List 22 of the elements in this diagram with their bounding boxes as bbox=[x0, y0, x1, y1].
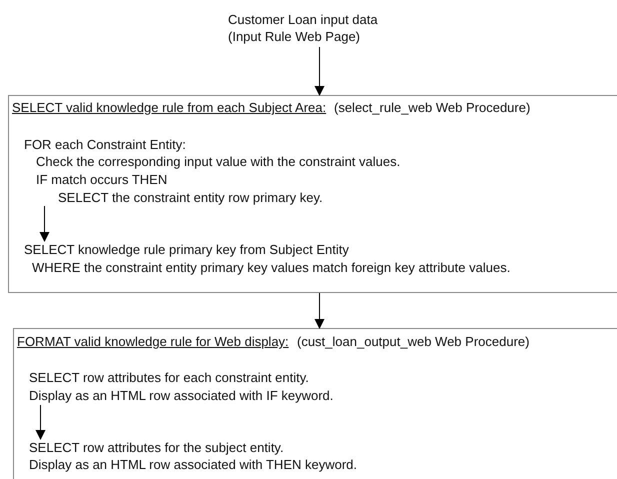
arrow bbox=[314, 292, 324, 329]
statement-text: FOR each Constraint Entity: bbox=[24, 136, 186, 153]
procedure-box bbox=[8, 95, 617, 293]
arrow bbox=[36, 404, 46, 440]
statement-text: IF match occurs THEN bbox=[36, 171, 168, 188]
statement-text: Display as an HTML row associated with IF keyword. bbox=[29, 387, 334, 404]
statement-text: Display as an HTML row associated with THEN keyword. bbox=[29, 456, 358, 473]
procedure-box bbox=[13, 328, 617, 479]
statement-text: (Input Rule Web Page) bbox=[228, 28, 360, 45]
statement-text: Customer Loan input data bbox=[228, 11, 378, 28]
procedure-name: (cust_loan_output_web Web Procedure) bbox=[297, 333, 530, 350]
procedure-name: (select_rule_web Web Procedure) bbox=[334, 99, 530, 116]
statement-text: Check the corresponding input value with the constraint values. bbox=[36, 153, 400, 170]
arrow bbox=[314, 46, 324, 96]
statement-text: SELECT knowledge rule primary key from Subject Entity bbox=[24, 241, 349, 258]
statement-text: WHERE the constraint entity primary key values match foreign key attribute values. bbox=[32, 259, 510, 276]
statement-text: SELECT row attributes for the subject entity. bbox=[29, 439, 284, 456]
statement-text: SELECT the constraint entity row primary key. bbox=[58, 189, 323, 206]
box-heading: SELECT valid knowledge rule from each Subject Area: bbox=[12, 99, 326, 116]
box-heading: FORMAT valid knowledge rule for Web display: bbox=[17, 333, 289, 350]
arrow bbox=[40, 206, 50, 242]
statement-text: SELECT row attributes for each constraint entity. bbox=[29, 369, 309, 386]
